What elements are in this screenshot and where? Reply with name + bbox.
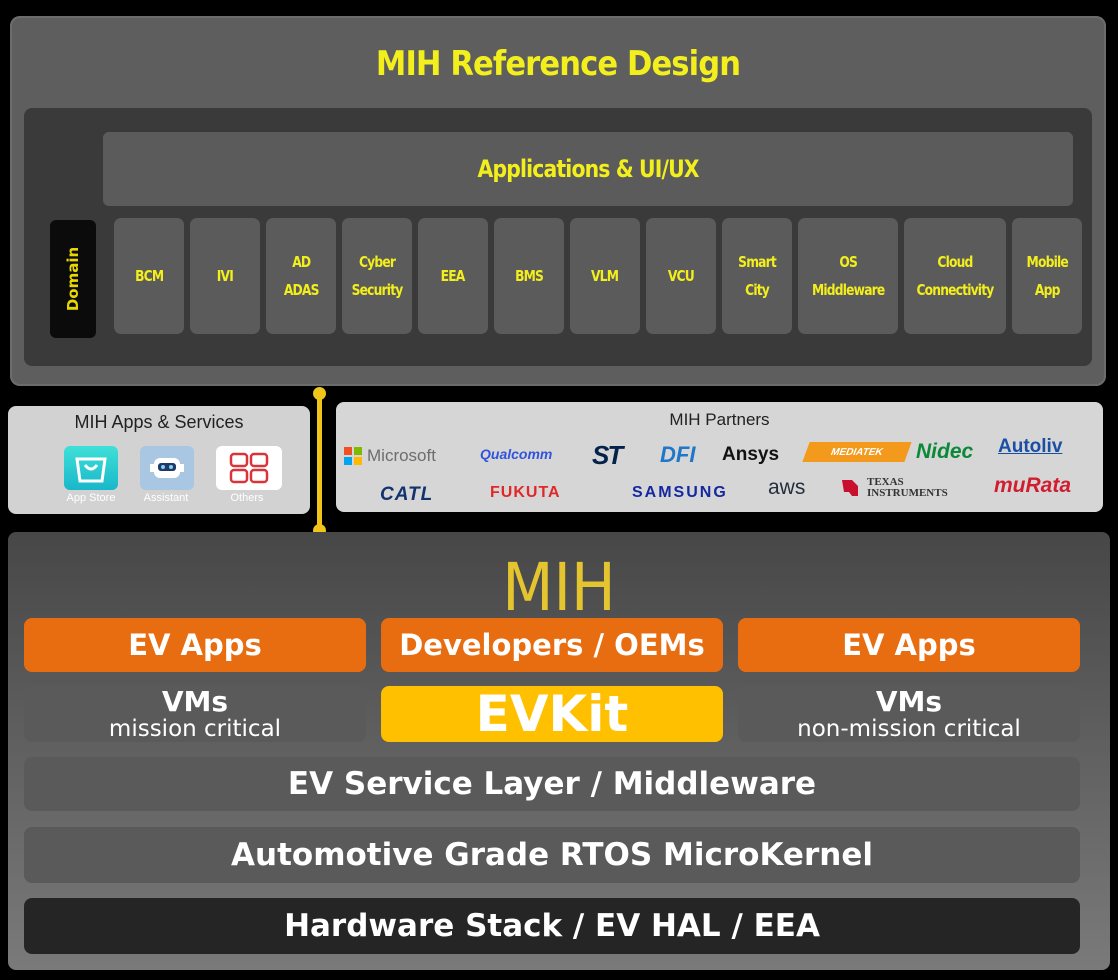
assistant-label: Assistant xyxy=(143,492,189,504)
mih-stack-panel xyxy=(8,532,1110,970)
vms-label: VMs xyxy=(161,685,229,718)
module-bcm: BCM xyxy=(114,218,184,334)
logo-text: MEDIATEK xyxy=(829,446,885,458)
module-label: Smart City xyxy=(738,252,777,300)
logo-autoliv: Autoliv xyxy=(998,436,1063,457)
logo-texas-instruments: TEXAS INSTRUMENTS xyxy=(838,476,977,500)
logo-ansys: Ansys xyxy=(722,444,780,465)
layer-label: Hardware Stack / EV HAL / EEA xyxy=(284,908,820,944)
module-label: Mobile App xyxy=(1026,252,1068,300)
vms-mission-critical: VMs mission critical xyxy=(24,686,366,742)
module-ivi: IVI xyxy=(190,218,260,334)
module-label: IVI xyxy=(216,266,234,285)
evkit: EVKit xyxy=(381,685,723,743)
reference-design-inner: Applications & UI/UX Domain BCM IVI AD A… xyxy=(24,108,1092,366)
apps-services-panel: MIH Apps & Services App Store Assistant … xyxy=(8,406,310,514)
vms-label: VMs xyxy=(875,685,943,718)
applications-label: Applications & UI/UX xyxy=(477,155,699,183)
hardware-stack-layer: Hardware Stack / EV HAL / EEA xyxy=(24,898,1080,954)
logo-microsoft: Microsoft xyxy=(344,446,436,466)
logo-text: Microsoft xyxy=(367,446,436,465)
logo-murata: muRata xyxy=(994,474,1072,497)
connector-line xyxy=(317,392,322,530)
layer-label: EV Service Layer / Middleware xyxy=(287,766,817,802)
logo-dfi: DFI xyxy=(660,442,696,467)
module-eea: EEA xyxy=(418,218,488,334)
domain-label: Domain xyxy=(64,246,82,312)
module-ad-adas: AD ADAS xyxy=(266,218,336,334)
module-label: BMS xyxy=(514,266,544,285)
module-label: BCM xyxy=(134,266,164,285)
partners-title: MIH Partners xyxy=(669,410,770,429)
logo-qualcomm: Qualcomm xyxy=(480,446,553,462)
module-label: Cyber Security xyxy=(351,252,404,300)
module-smart-city: Smart City xyxy=(722,218,792,334)
app-store-label: App Store xyxy=(66,492,116,504)
microsoft-icon xyxy=(344,447,362,465)
domain-tag: Domain xyxy=(50,220,96,338)
ev-apps-left: EV Apps xyxy=(24,618,366,672)
module-cyber-security: Cyber Security xyxy=(342,218,412,334)
others-label: Others xyxy=(230,492,264,504)
logo-aws: aws xyxy=(768,476,806,499)
module-os-middleware: OS Middleware xyxy=(798,218,898,334)
logo-mediatek: MEDIATEK xyxy=(802,442,912,462)
app-store-icon[interactable] xyxy=(64,446,118,490)
rtos-microkernel-layer: Automotive Grade RTOS MicroKernel xyxy=(24,827,1080,883)
module-cloud-connectivity: Cloud Connectivity xyxy=(904,218,1006,334)
module-label: EEA xyxy=(441,266,466,285)
module-label: VCU xyxy=(667,266,695,285)
partners-panel: MIH Partners Microsoft Qualcomm ST DFI A… xyxy=(336,402,1103,512)
developers-oems: Developers / OEMs xyxy=(381,618,723,672)
logo-nidec: Nidec xyxy=(916,440,974,463)
texas-instruments-icon xyxy=(842,480,858,496)
module-label: OS Middleware xyxy=(811,252,885,300)
ev-apps-left-label: EV Apps xyxy=(128,628,262,662)
logo-st: ST xyxy=(592,440,623,470)
developers-oems-label: Developers / OEMs xyxy=(399,628,705,662)
vms-subtitle: non-mission critical xyxy=(797,716,1021,742)
module-bms: BMS xyxy=(494,218,564,334)
ev-service-layer: EV Service Layer / Middleware xyxy=(24,757,1080,811)
assistant-robot-icon[interactable] xyxy=(140,446,194,490)
ev-apps-right: EV Apps xyxy=(738,618,1080,672)
module-vcu: VCU xyxy=(646,218,716,334)
others-grid-icon[interactable] xyxy=(216,446,282,490)
module-vlm: VLM xyxy=(570,218,640,334)
module-label: Cloud Connectivity xyxy=(916,252,994,300)
reference-design-panel: MIH Reference Design Applications & UI/U… xyxy=(10,16,1106,386)
logo-catl: CATL xyxy=(380,484,434,505)
vms-non-mission-critical: VMs non-mission critical xyxy=(738,686,1080,742)
evkit-label: EVKit xyxy=(475,685,629,743)
vms-subtitle: mission critical xyxy=(108,716,282,742)
connector-dot-top xyxy=(313,387,326,400)
mih-title: MIH xyxy=(502,549,616,626)
logo-text: TEXAS INSTRUMENTS xyxy=(867,476,948,499)
logo-fukuta: FUKUTA xyxy=(490,484,561,501)
module-label: VLM xyxy=(591,266,619,285)
applications-ui-ux-bar: Applications & UI/UX xyxy=(103,132,1073,206)
layer-label: Automotive Grade RTOS MicroKernel xyxy=(231,837,873,873)
logo-samsung: SAMSUNG xyxy=(632,484,728,501)
apps-services-title: MIH Apps & Services xyxy=(74,412,244,432)
module-mobile-app: Mobile App xyxy=(1012,218,1082,334)
ev-apps-right-label: EV Apps xyxy=(842,628,976,662)
module-label: AD ADAS xyxy=(283,252,320,300)
reference-design-title: MIH Reference Design xyxy=(375,44,741,84)
